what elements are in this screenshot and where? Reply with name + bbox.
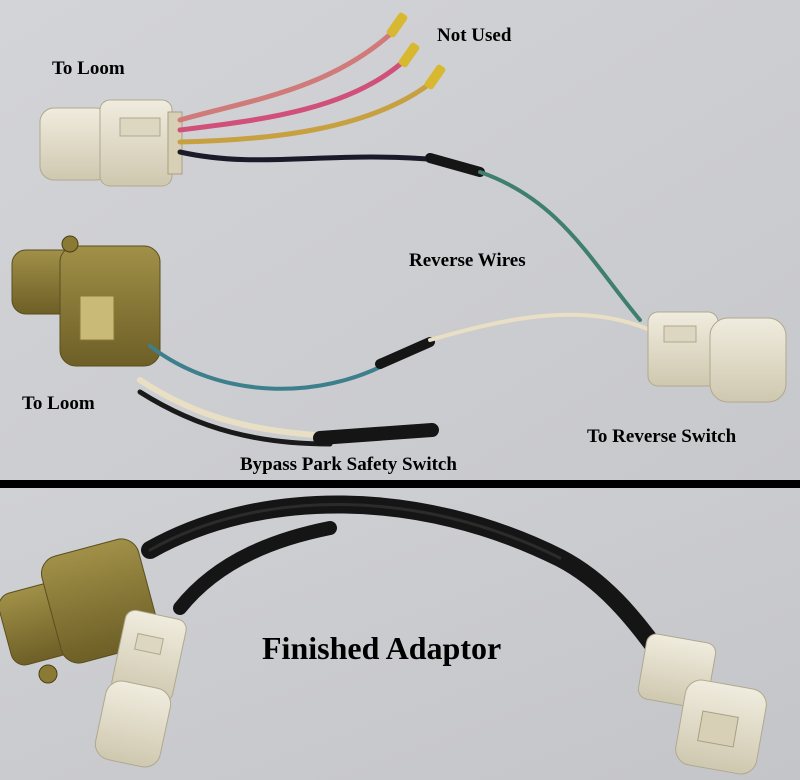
taped-harness: [141, 495, 669, 663]
reverse-wire-upper: [177, 149, 642, 322]
label-bypass-park-safety-switch: Bypass Park Safety Switch: [240, 454, 457, 475]
label-finished-adaptor: Finished Adaptor: [262, 630, 502, 666]
lower-wires: [137, 312, 652, 447]
reverse-switch-connector: [647, 311, 787, 403]
olive-loom-connector-bottom: [11, 235, 161, 367]
bottom-photo-panel: Finished Adaptor: [0, 488, 800, 780]
white-loom-connector-top: [39, 99, 183, 187]
finished-adaptor-illustration: [0, 488, 800, 780]
label-to-reverse-switch: To Reverse Switch: [587, 426, 737, 447]
brass-pins: [386, 12, 446, 90]
finished-white-loom-connector: [94, 609, 187, 768]
harness-unassembled-illustration: [0, 0, 800, 480]
label-to-loom-top: To Loom: [52, 58, 125, 79]
finished-reverse-switch-connector: [637, 633, 767, 775]
not-used-wires: [177, 27, 435, 145]
label-not-used: Not Used: [437, 25, 512, 46]
top-photo-panel: To Loom Not Used Reverse Wires To Loom T…: [0, 0, 800, 480]
panel-divider: [0, 480, 800, 488]
label-to-loom-bottom: To Loom: [22, 393, 95, 414]
label-reverse-wires: Reverse Wires: [409, 250, 526, 271]
